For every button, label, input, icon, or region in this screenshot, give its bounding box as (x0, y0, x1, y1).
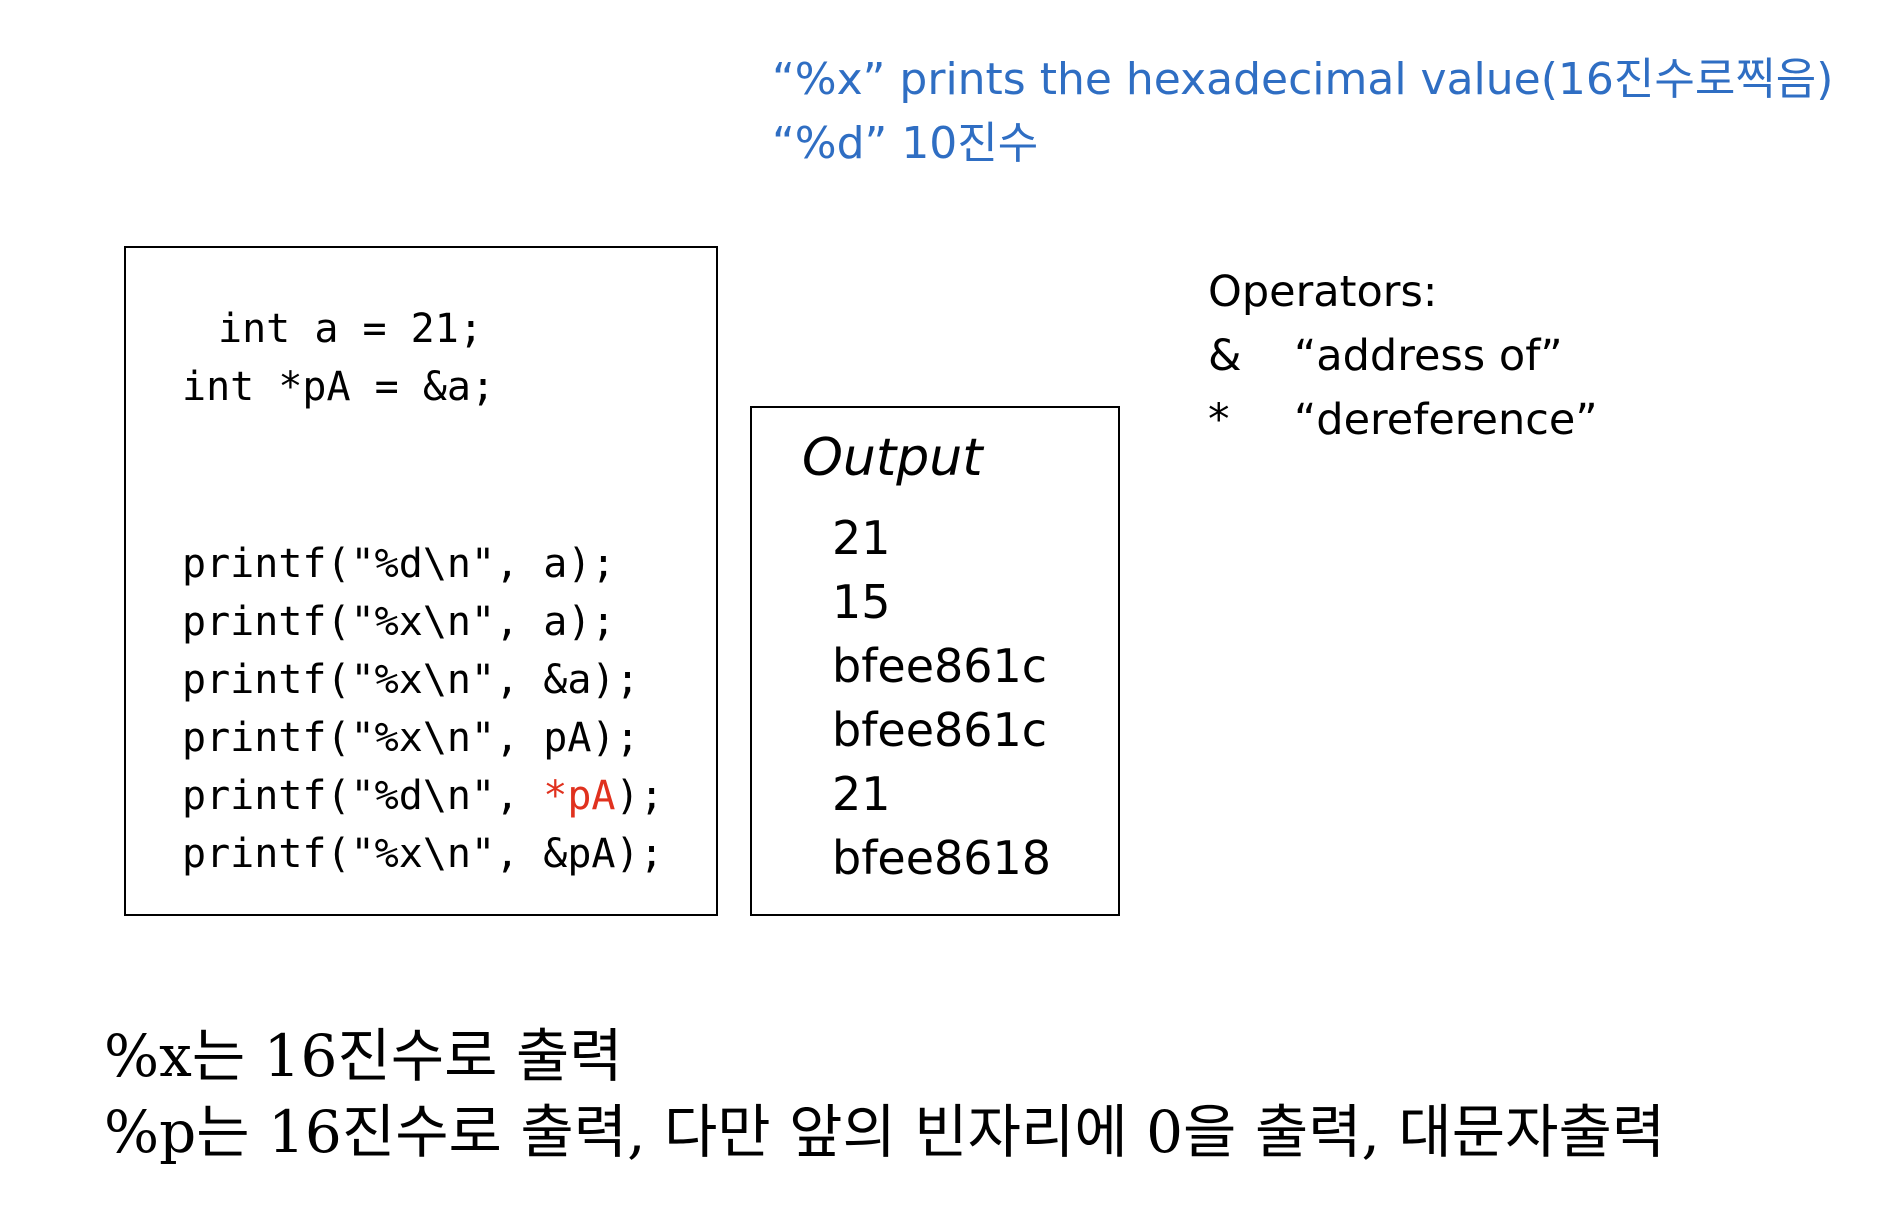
code-line-4: printf("%x\n", a); (182, 599, 616, 645)
output-box: Output 21 15 bfee861c bfee861c 21 bfee86… (750, 406, 1120, 916)
output-title: Output (802, 428, 983, 488)
code-line-6: printf("%x\n", pA); (182, 715, 640, 761)
code-highlight-deref: *pA (543, 773, 616, 819)
output-line-5: 21 (832, 767, 891, 821)
output-line-2: 15 (832, 575, 891, 629)
operator-symbol: & (1208, 331, 1242, 381)
output-line-1: 21 (832, 511, 891, 565)
operators-title: Operators: (1208, 267, 1438, 317)
operator-address-of: & “address of” (1208, 324, 1598, 388)
operator-description: “address of” (1294, 331, 1563, 381)
code-line-7-after: ); (615, 773, 664, 819)
korean-notes: %x는 16진수로 출력 %p는 16진수로 출력, 다만 앞의 빈자리에 0을… (104, 1018, 1665, 1170)
code-line-2: int *pA = &a; (182, 364, 496, 410)
output-line-4: bfee861c (832, 703, 1048, 757)
code-line-8: printf("%x\n", &pA); (182, 831, 664, 877)
output-line-3: bfee861c (832, 639, 1048, 693)
code-line-3: printf("%d\n", a); (182, 541, 616, 587)
code-box: int a = 21; int *pA = &a; printf("%d\n",… (124, 246, 718, 916)
code-line-7-before: printf("%d\n", (182, 773, 544, 819)
note-hex: “%x” prints the hexadecimal value(16진수로찍… (772, 54, 1834, 105)
code-line-7: printf("%d\n", *pA); (182, 767, 664, 825)
note-p-format: %p는 16진수로 출력, 다만 앞의 빈자리에 0을 출력, 대문자출력 (104, 1098, 1666, 1166)
note-dec: “%d” 10진수 (772, 118, 1039, 169)
operators-panel: Operators: & “address of” * “dereference… (1208, 260, 1598, 452)
output-line-6: bfee8618 (832, 831, 1052, 885)
operator-description: “dereference” (1294, 395, 1598, 445)
operator-symbol: * (1208, 395, 1230, 445)
operator-dereference: * “dereference” (1208, 388, 1598, 452)
code-line-5: printf("%x\n", &a); (182, 657, 640, 703)
format-notes: “%x” prints the hexadecimal value(16진수로찍… (772, 48, 1833, 176)
code-line-1: int a = 21; (218, 306, 483, 352)
note-x-format: %x는 16진수로 출력 (104, 1022, 623, 1090)
